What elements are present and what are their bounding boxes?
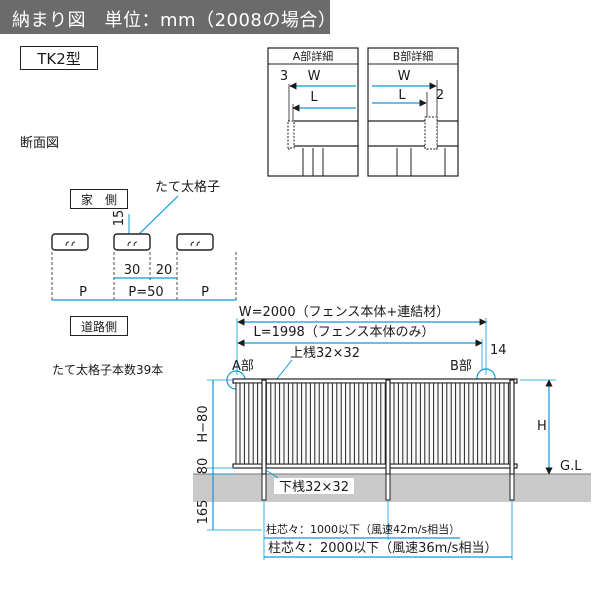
detail-b-num: 2 [436,88,444,103]
dim-15: 15 [112,210,127,227]
slat-section-2 [113,233,151,251]
dim-14: 14 [490,343,507,358]
detail-a-w: W [308,69,321,84]
count-note: たて太格子本数39本 [52,363,164,377]
detail-a-l: L [310,90,318,105]
detail-b-title: B部詳細 [393,49,434,63]
road-side-label: 道路側 [70,316,128,336]
dim-30: 30 [124,263,141,278]
type-label-text: TK2型 [37,49,81,68]
a-label: A部 [232,359,254,374]
ground [193,474,591,502]
road-side-text: 道路側 [80,319,117,334]
p-left: P [79,285,87,300]
detail-b-w: W [398,69,411,84]
detail-a-num: 3 [280,69,288,84]
detail-b-l: L [398,88,406,103]
header-bar: 納まり図 単位：mm（2008の場合） [0,0,337,34]
house-side-text: 家 側 [80,192,117,207]
type-label: TK2型 [20,46,98,70]
slat-section-3 [176,233,214,251]
slat-section-1 [51,233,89,251]
post-1000-label: 柱芯々：1000以下（風速42m/s相当） [266,522,460,536]
page-title: 納まり図 単位：mm（2008の場合） [12,10,337,31]
b-label: B部 [450,359,472,374]
top-rail [232,378,518,384]
tategoshi-label: たて太格子 [155,179,220,195]
top-rail-label: 上桟32×32 [290,346,360,361]
bottom-rail [232,463,518,469]
slat-panel [235,382,515,465]
dim-h-minus: H−80 [196,405,211,442]
section-label: 断面図 [20,136,60,151]
dim-165: 165 [196,500,211,525]
p-mid: P=50 [128,285,163,300]
detail-a-title: A部詳細 [293,49,334,63]
l-total-label: L=1998（フェンス本体のみ） [254,325,435,340]
section-view: たて太格子 15 30 20 P P=50 P [51,179,237,302]
w-total-label: W=2000（フェンス本体+連結材） [239,305,449,320]
p-right: P [201,285,209,300]
house-side-label: 家 側 [70,189,128,209]
bottom-rail-label: 下桟32×32 [279,480,349,495]
dim-h: H [537,419,547,434]
dim-80: 80 [196,458,211,475]
dim-20: 20 [156,263,173,278]
post-2000-label: 柱芯々：2000以下（風速36m/s相当） [268,541,497,556]
detail-a: A部詳細 3 W L [267,47,359,177]
detail-b: B部詳細 W L 2 [367,47,459,177]
gl-label: G.L [560,459,582,474]
elevation-view: W=2000（フェンス本体+連結材） L=1998（フェンス本体のみ） A部 上… [193,305,591,560]
